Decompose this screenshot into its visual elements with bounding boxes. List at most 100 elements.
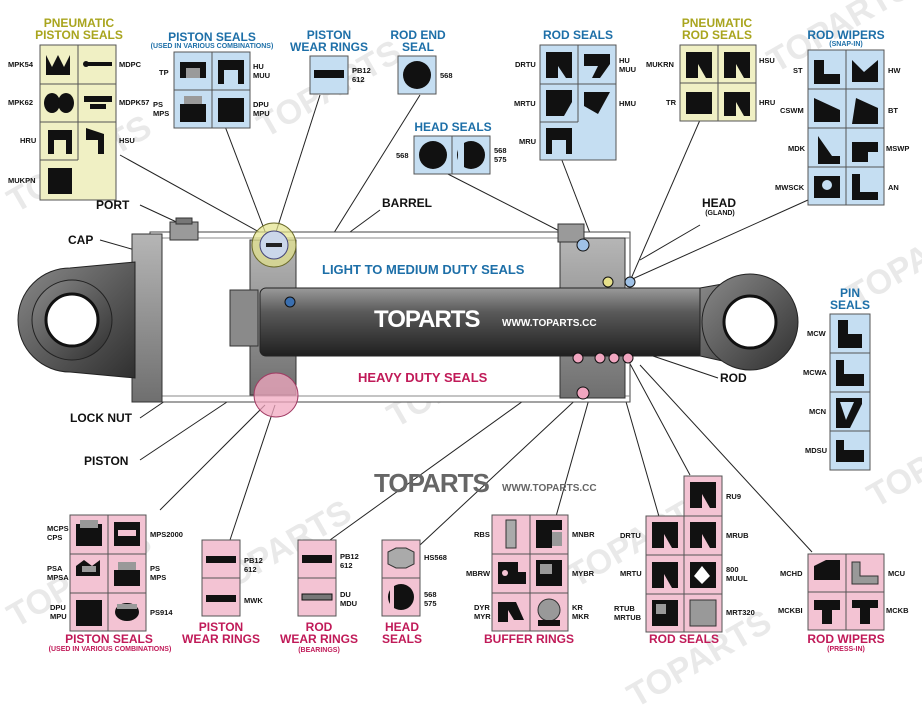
code-label: MRUB [726,531,749,540]
title-rod-wipers-bottom: ROD WIPERS [807,632,885,646]
part-label-port: PORT [96,198,130,212]
code-label: HMU [619,99,637,108]
part-label-cap: CAP [68,233,94,247]
subtitle-piston-seals-top: (USED IN VARIOUS COMBINATIONS) [150,43,274,50]
subtitle-rod-wipers-bottom: (PRESS-IN) [827,646,865,653]
code-label: MCKB [886,606,909,615]
light-duty-label: LIGHT TO MEDIUM DUTY SEALS [322,262,525,277]
title-buffer-rings: BUFFER RINGS [484,632,574,646]
code-label: AN [888,183,899,192]
diagram-artwork [17,44,885,633]
code-label: HRU [759,98,776,107]
code-label: MDSU [805,446,828,455]
code-label: MPK62 [8,98,34,107]
part-label-rod: ROD [720,371,747,385]
code-label: 568 [396,151,409,160]
heavy-duty-label: HEAVY DUTY SEALS [358,370,488,385]
code-label: TP [159,68,169,77]
code-label: ST [793,66,803,75]
panel-piston-wear-rings-bottom [201,539,241,617]
part-label-head: HEAD [702,196,737,210]
code-label: MCW [807,329,826,338]
brand-logo-center: TOPARTS [374,468,490,498]
code-label: HSU [759,56,775,65]
panel-rod-wipers-bottom [807,553,885,631]
code-label: HS568 [424,553,447,562]
panel-piston-seals-bottom [69,514,147,632]
part-label-head-sub: (GLAND) [705,210,735,217]
code-label: RBS [474,530,490,539]
panel-piston-seals-top [173,51,251,129]
cylinder-assembly [17,217,799,418]
code-label: HW [888,66,901,75]
part-label-barrel: BARREL [382,196,432,210]
code-label: 568 [440,71,453,80]
code-label: MDK [788,144,806,153]
code-label: MCKBI [778,606,803,615]
title-piston-seals-bottom: PISTON SEALS [65,632,153,646]
code-label: CSWM [780,106,804,115]
title-head-seals-top: HEAD SEALS [414,120,492,134]
panel-rod-end-seal [397,55,437,95]
panel-pneumatic-rod-seals [679,44,757,122]
panel-buffer-rings [491,514,569,632]
code-label: MPS2000 [150,530,183,539]
panel-pin-seals [829,313,871,471]
code-label: MDPC [119,60,142,69]
title-piston-seals-top: PISTON SEALS [168,30,256,44]
code-label: DRTU [620,531,641,540]
panel-rod-wipers-top [807,49,885,206]
code-label: MBRW [466,569,491,578]
brand-website-rod: WWW.TOPARTS.CC [502,318,597,329]
code-label: MCHD [780,569,803,578]
title-rod-wipers-top: ROD WIPERS [807,28,885,42]
subtitle-rod-wear-rings: (BEARINGS) [298,647,340,654]
code-label: MUKRN [646,60,674,69]
part-label-lock-nut: LOCK NUT [70,411,132,425]
panel-head-seals-top [413,135,491,175]
code-label: MWSCK [775,183,805,192]
part-label-piston: PISTON [84,454,129,468]
code-label: RU9 [726,492,742,501]
code-label: DRTU [515,60,536,69]
panel-head-seals-bottom [381,539,421,617]
code-label: MRTU [514,99,536,108]
code-label: MRU [519,137,537,146]
code-label: MYBR [572,569,595,578]
panel-pneumatic-piston-seals [39,44,117,201]
code-label: MWK [244,596,263,605]
code-label: BT [888,106,898,115]
title-rod-seals-top: ROD SEALS [542,28,613,42]
code-label: HRU [20,136,37,145]
code-label: PS914 [150,608,173,617]
code-label: MCWA [803,368,827,377]
code-label: TR [666,98,676,107]
panel-piston-wear-rings-top [309,55,349,95]
code-label: MSWP [886,144,910,153]
panel-rod-seals-top [539,44,617,161]
code-label: MCU [888,569,906,578]
brand-logo-rod: TOPARTS [374,306,480,333]
